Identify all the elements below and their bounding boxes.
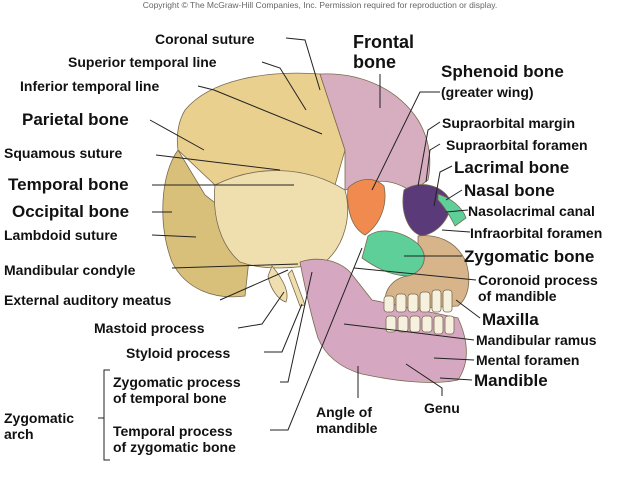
leader-coronal-suture [285, 37, 321, 91]
copyright-notice: Copyright © The McGraw-Hill Companies, I… [142, 0, 498, 10]
label-frontal-bone: Frontal bone [353, 32, 414, 72]
leader-mastoid-process [237, 291, 285, 329]
tooth [383, 295, 395, 313]
leader-parietal-bone [149, 119, 205, 151]
leader-mandible [439, 377, 473, 381]
tooth [395, 293, 407, 313]
label-occipital-bone: Occipital bone [12, 202, 130, 221]
label-nasolacrimal-canal: Nasolacrimal canal [468, 203, 595, 219]
label-angle-of-mandible: Angle of mandible [316, 404, 377, 436]
label-mandible: Mandible [474, 371, 548, 390]
leader-mandibular-condyle [171, 263, 299, 269]
tooth [442, 289, 453, 313]
tooth [421, 315, 433, 333]
label-inferior-temporal-line: Inferior temporal line [20, 78, 160, 94]
leader-supraorbital-margin [417, 121, 441, 187]
label-temporal-process-line2: of zygomatic bone [113, 439, 236, 455]
label-temporal-process: Temporal process of zygomatic bone [113, 423, 236, 455]
label-genu: Genu [424, 400, 460, 416]
tooth [433, 315, 444, 335]
label-zygomatic-bone: Zygomatic bone [464, 247, 595, 266]
leader-sphenoid-bone [371, 91, 440, 191]
zygomatic-arch-bracket [98, 369, 110, 461]
label-angle-of-mandible-line1: Angle of [316, 404, 372, 420]
leader-squamous-suture [155, 154, 281, 171]
label-coronoid-process-line1: Coronoid process [478, 272, 598, 288]
styloid-shape [287, 269, 306, 307]
tooth [409, 315, 421, 333]
label-zygomatic-process: Zygomatic process of temporal bone [113, 374, 241, 406]
label-frontal-bone-line1: Frontal [353, 32, 414, 52]
label-zygomatic-process-line1: Zygomatic process [113, 374, 241, 390]
label-parietal-bone: Parietal bone [22, 110, 129, 129]
leader-supraorbital-foramen [425, 143, 441, 183]
leader-external-auditory-meatus [219, 269, 289, 301]
leader-mental-foramen [433, 357, 475, 361]
leader-zygomatic-process [280, 271, 313, 383]
leader-temporal-process [270, 247, 363, 431]
label-external-auditory-meatus: External auditory meatus [4, 292, 172, 308]
label-coronoid-process-line2: of mandible [478, 288, 557, 304]
label-maxilla: Maxilla [482, 310, 539, 329]
label-mandibular-condyle: Mandibular condyle [4, 262, 136, 278]
label-temporal-process-line1: Temporal process [113, 423, 233, 439]
label-zygomatic-process-line2: of temporal bone [113, 390, 227, 406]
nasal-bone-shape [437, 193, 467, 227]
leader-genu [405, 363, 443, 396]
label-squamous-suture: Squamous suture [4, 145, 123, 161]
tooth [397, 315, 409, 333]
leader-nasal-bone [445, 189, 463, 201]
leader-inferior-temporal-line [197, 85, 323, 135]
tooth [407, 293, 419, 313]
orbit-shape [402, 184, 451, 237]
sphenoid-bone-shape [347, 179, 386, 236]
leader-lines [98, 37, 481, 461]
label-temporal-bone: Temporal bone [8, 175, 129, 194]
leader-maxilla [455, 299, 481, 319]
label-coronal-suture: Coronal suture [155, 31, 255, 47]
leader-lacrimal-bone [433, 165, 453, 207]
mandible-shape [299, 258, 467, 383]
leader-coronoid-process [353, 267, 477, 281]
leader-nasolacrimal-canal [445, 209, 469, 213]
tooth [431, 289, 442, 313]
tooth [419, 291, 431, 313]
leader-infraorbital-foramen [441, 229, 471, 233]
label-coronoid-process: Coronoid process of mandible [478, 272, 598, 304]
teeth [383, 289, 455, 335]
label-angle-of-mandible-line2: mandible [316, 420, 378, 436]
leader-superior-temporal-line [261, 61, 307, 111]
label-lacrimal-bone: Lacrimal bone [454, 158, 570, 177]
label-styloid-process: Styloid process [126, 345, 231, 361]
label-mental-foramen: Mental foramen [476, 352, 580, 368]
label-zygomatic-arch: Zygomatic arch [4, 410, 74, 442]
label-supraorbital-foramen: Supraorbital foramen [446, 137, 588, 153]
occipital-bone-shape [162, 149, 253, 298]
label-mandibular-ramus: Mandibular ramus [476, 332, 597, 348]
label-lambdoid-suture: Lambdoid suture [4, 227, 118, 243]
label-superior-temporal-line: Superior temporal line [68, 54, 217, 70]
leader-mandibular-ramus [343, 323, 475, 341]
leader-lambdoid-suture [151, 234, 197, 238]
label-sphenoid-bone: Sphenoid bone [441, 62, 564, 81]
mastoid-shape [267, 265, 288, 303]
label-frontal-bone-line2: bone [353, 52, 396, 72]
tooth [444, 315, 455, 335]
leader-styloid-process [264, 303, 303, 353]
label-infraorbital-foramen: Infraorbital foramen [470, 225, 603, 241]
label-nasal-bone: Nasal bone [464, 181, 555, 200]
label-zygomatic-arch-line1: Zygomatic [4, 410, 75, 426]
label-mastoid-process: Mastoid process [94, 320, 205, 336]
label-zygomatic-arch-line2: arch [4, 426, 34, 442]
label-sphenoid-greater-wing: (greater wing) [441, 84, 534, 100]
tooth [385, 315, 397, 333]
label-supraorbital-margin: Supraorbital margin [442, 115, 576, 131]
